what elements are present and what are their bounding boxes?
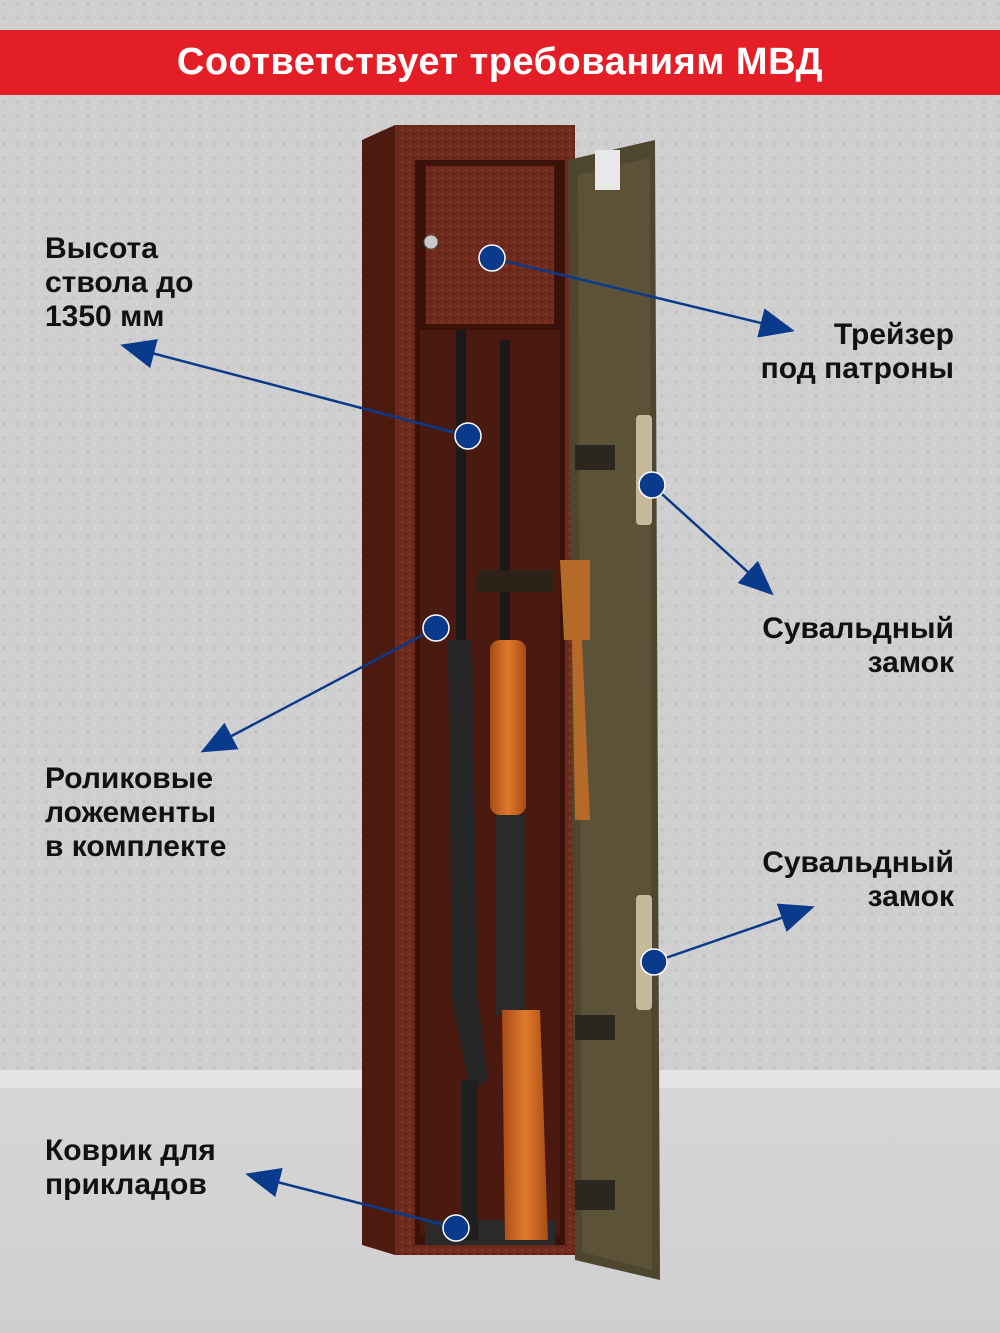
rifle-left <box>448 330 488 1240</box>
arrow-icon <box>491 256 795 338</box>
callout-dot-icon <box>442 1214 470 1242</box>
label-lock-top: Сувальдный замок <box>762 612 954 679</box>
lock-bolt-bottom <box>636 895 652 1010</box>
arrow-icon <box>200 626 437 753</box>
key-lock-icon <box>423 234 439 250</box>
rifle-right <box>490 340 548 1240</box>
callout-dots <box>422 244 668 1242</box>
header-banner: Соответствует требованиям МВД <box>0 30 1000 95</box>
callout-dot-icon <box>454 422 482 450</box>
label-barrel-height: Высота ствола до 1350 мм <box>45 232 194 333</box>
arrow-icon <box>120 339 469 438</box>
arrow-icon <box>653 903 815 964</box>
callout-dot-icon <box>640 948 668 976</box>
label-roller-cradles: Роликовые ложементы в комплекте <box>45 762 227 863</box>
arrow-icon <box>245 1167 457 1230</box>
callout-lines <box>120 256 815 1230</box>
callout-dot-icon <box>422 614 450 642</box>
banner-title: Соответствует требованиям МВД <box>176 41 824 83</box>
knife <box>560 560 590 820</box>
label-butt-mat: Коврик для прикладов <box>45 1134 216 1201</box>
label-lock-bottom: Сувальдный замок <box>762 846 954 913</box>
roller-cradle <box>478 570 553 592</box>
callout-dot-icon <box>638 471 666 499</box>
label-ammo-tray: Трейзер под патроны <box>760 318 954 385</box>
safe-door <box>560 140 660 1280</box>
callout-dot-icon <box>478 244 506 272</box>
lock-bolt-top <box>636 415 652 525</box>
arrow-icon <box>651 484 774 596</box>
